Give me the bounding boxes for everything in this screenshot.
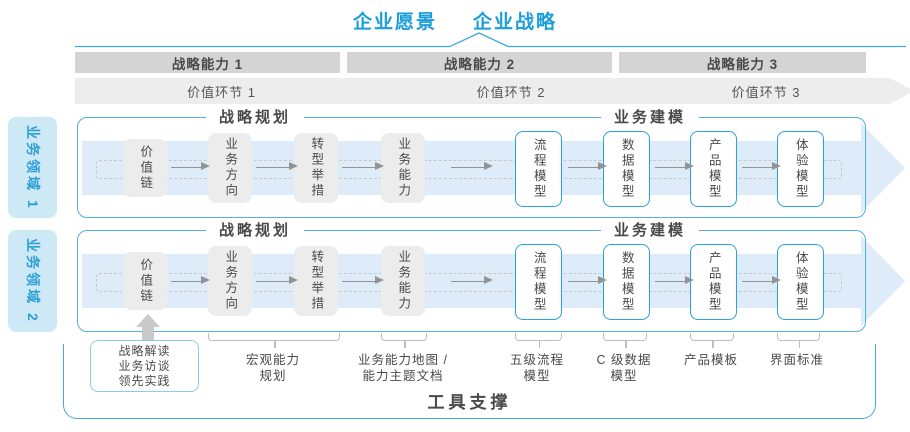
value-chevron-1: 价值环节 1 xyxy=(75,78,388,104)
step-experience-model: 体验模型 xyxy=(777,244,824,320)
strategy-title: 企业战略 xyxy=(473,12,558,33)
underbrace-icon xyxy=(381,333,427,348)
step-transformation-initiative: 转型举措 xyxy=(294,246,338,316)
right-arrow-icon xyxy=(256,162,298,171)
note-ui-standard: 界面标准 xyxy=(769,353,825,367)
section-title-strategy-planning: 战略规划 xyxy=(205,219,305,240)
capability-bar-1: 战略能力 1 xyxy=(75,52,340,73)
tool-support-container: 工具支撑 xyxy=(63,344,876,419)
business-domain-label: 业务领域 1 xyxy=(24,124,41,211)
value-chevron-label: 价值环节 1 xyxy=(187,84,256,100)
capability-label: 战略能力 1 xyxy=(171,56,244,72)
domain-1-swimlane: 价值链 业务方向 转型举措 业务能力 流程模型 数据模型 产品模型 体验模型 战… xyxy=(77,106,905,218)
capability-label: 战略能力 3 xyxy=(706,56,779,72)
step-process-model: 流程模型 xyxy=(515,244,562,320)
step-business-direction: 业务方向 xyxy=(208,133,252,203)
step-business-direction: 业务方向 xyxy=(208,246,252,316)
right-arrow-icon xyxy=(655,162,694,171)
right-arrow-icon xyxy=(171,162,210,171)
step-value-chain: 价值链 xyxy=(123,252,167,310)
value-chevron-label: 价值环节 2 xyxy=(476,84,546,100)
right-arrow-icon xyxy=(451,276,493,285)
step-data-model: 数据模型 xyxy=(603,131,650,207)
note-data-model: C 级数据 模型 xyxy=(596,353,652,383)
right-arrow-icon xyxy=(171,276,210,285)
right-arrow-icon xyxy=(568,162,607,171)
value-chevron-label: 价值环节 3 xyxy=(731,84,801,100)
underbrace-icon xyxy=(515,333,562,348)
value-chevron-3: 价值环节 3 xyxy=(622,78,910,104)
up-arrow-shaft xyxy=(142,326,154,341)
strategy-input-box: 战略解读 业务访谈 领先实践 xyxy=(90,340,199,392)
practice-line: 领先实践 xyxy=(118,373,171,388)
value-chevron-2: 价值环节 2 xyxy=(350,78,676,104)
practice-line: 战略解读 xyxy=(118,343,171,358)
flow-band-arrowhead-icon xyxy=(861,123,905,213)
capability-bar-3: 战略能力 3 xyxy=(619,52,866,73)
section-title-strategy-planning: 战略规划 xyxy=(205,106,305,127)
step-experience-model: 体验模型 xyxy=(777,131,824,207)
up-arrow-icon xyxy=(136,314,160,327)
dashed-track xyxy=(96,160,842,179)
step-business-capability: 业务能力 xyxy=(381,246,425,316)
dashed-track xyxy=(96,273,842,292)
domain-2-swimlane: 价值链 业务方向 转型举措 业务能力 流程模型 数据模型 产品模型 体验模型 战… xyxy=(77,219,905,332)
step-transformation-initiative: 转型举措 xyxy=(294,133,338,203)
underbrace-icon xyxy=(208,333,340,348)
right-arrow-icon xyxy=(742,276,781,285)
flow-band-arrowhead-icon xyxy=(861,236,905,326)
note-capability-map: 业务能力地图 / 能力主题文档 xyxy=(358,353,448,383)
right-arrow-icon xyxy=(256,276,298,285)
business-domain-2-tag: 业务领域 2 xyxy=(8,230,57,332)
capability-label: 战略能力 2 xyxy=(443,56,516,72)
business-domain-label: 业务领域 2 xyxy=(24,238,41,324)
right-arrow-icon xyxy=(342,162,384,171)
step-product-model: 产品模型 xyxy=(690,244,737,320)
section-title-business-modeling: 业务建模 xyxy=(600,106,700,127)
step-value-chain: 价值链 xyxy=(123,139,167,197)
business-domain-1-tag: 业务领域 1 xyxy=(8,117,57,218)
step-data-model: 数据模型 xyxy=(603,244,650,320)
right-arrow-icon xyxy=(742,162,781,171)
step-business-capability: 业务能力 xyxy=(381,133,425,203)
underbrace-icon xyxy=(690,333,734,348)
note-macro-capability: 宏观能力 规划 xyxy=(245,353,301,383)
section-title-business-modeling: 业务建模 xyxy=(600,219,700,240)
vision-connector-line xyxy=(75,32,906,48)
page-title: 企业愿景 企业战略 xyxy=(0,7,910,34)
right-arrow-icon xyxy=(451,162,493,171)
right-arrow-icon xyxy=(568,276,607,285)
tool-support-label: 工具支撑 xyxy=(427,393,512,412)
practice-line: 业务访谈 xyxy=(118,358,171,373)
note-product-template: 产品模板 xyxy=(683,353,739,367)
vision-title: 企业愿景 xyxy=(352,12,437,33)
underbrace-icon xyxy=(603,333,647,348)
capability-bar-2: 战略能力 2 xyxy=(347,52,612,73)
right-arrow-icon xyxy=(342,276,384,285)
note-process-model: 五级流程 模型 xyxy=(509,353,565,383)
step-process-model: 流程模型 xyxy=(515,131,562,207)
right-arrow-icon xyxy=(655,276,694,285)
underbrace-icon xyxy=(777,333,820,348)
step-product-model: 产品模型 xyxy=(690,131,737,207)
